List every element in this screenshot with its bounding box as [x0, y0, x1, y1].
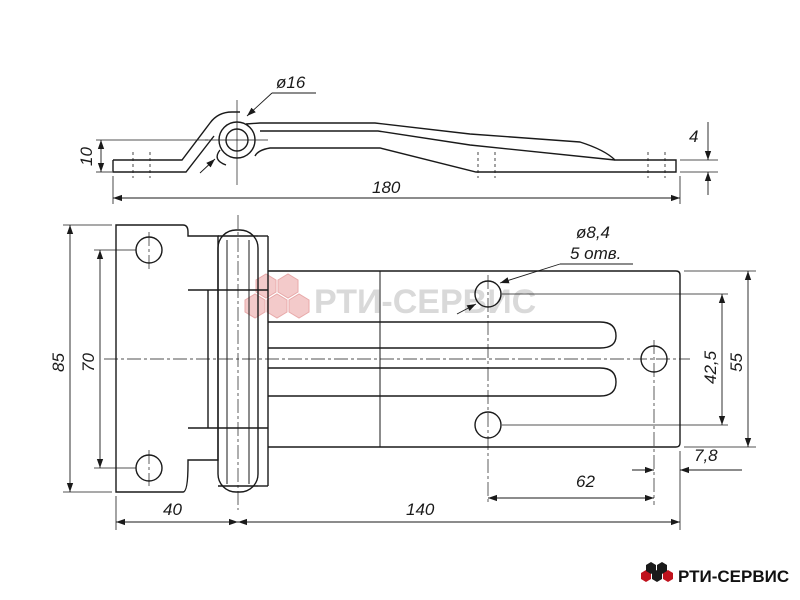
dim-hole-spacing-vertical: 70 [79, 353, 98, 372]
side-view [96, 100, 718, 204]
dim-height-overall: 85 [49, 353, 68, 372]
dim-pin-diameter: ø16 [276, 73, 306, 92]
dim-hole-row-spacing: 42,5 [701, 350, 720, 384]
side-dimensions [97, 92, 712, 202]
plan-dimensions [66, 225, 752, 526]
brand-logo: РТИ-СЕРВИС [641, 562, 789, 586]
watermark-hex-logo [244, 273, 310, 319]
watermark: РТИ-СЕРВИС [244, 273, 536, 321]
dim-thickness: 10 [77, 147, 96, 166]
dim-edge-offset: 7,8 [694, 446, 718, 465]
dim-overall-length: 180 [372, 178, 401, 197]
dim-hole-count: 5 отв. [570, 244, 621, 263]
dim-right-leaf-height: 55 [727, 353, 746, 372]
dim-right-leaf-length: 140 [406, 500, 435, 519]
side-right-leaf [245, 122, 677, 173]
brand-hex-icon [641, 562, 673, 582]
watermark-text: РТИ-СЕРВИС [314, 283, 536, 321]
dim-left-leaf-width: 40 [163, 500, 182, 519]
left-leaf [115, 224, 219, 493]
brand-name: РТИ-СЕРВИС [678, 567, 789, 586]
right-leaf-rib-upper [268, 321, 617, 349]
side-left-leaf [112, 111, 240, 173]
dim-leaf-thickness: 4 [689, 127, 698, 146]
right-leaf-rib-lower [268, 367, 617, 397]
dim-hole-diameter: ø8,4 [576, 223, 610, 242]
dim-hole-offset-x: 62 [576, 472, 595, 491]
plan-view [63, 215, 756, 530]
